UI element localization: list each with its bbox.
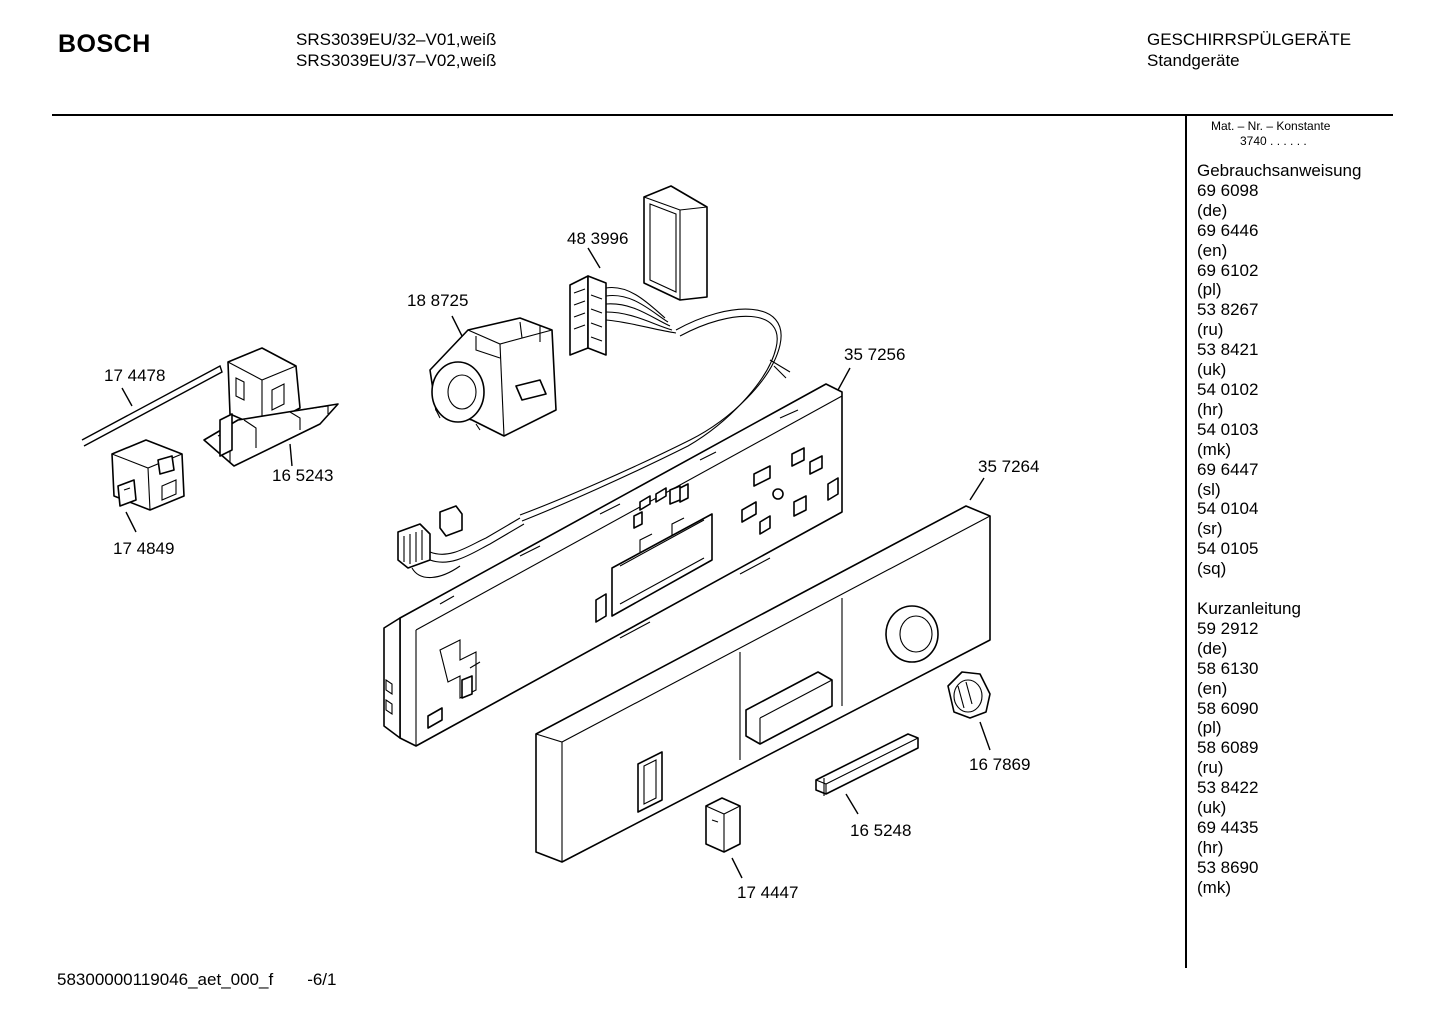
category-subtitle: Standgeräte xyxy=(1147,51,1240,70)
label-part-165248: 16 5248 xyxy=(850,821,911,840)
label-part-174849: 17 4849 xyxy=(113,539,174,558)
model-line-1: SRS3039EU/32–V01,weiß xyxy=(296,30,497,49)
doc-number: 69 6098 xyxy=(1197,180,1259,200)
doc-number: 54 0104 xyxy=(1197,499,1259,519)
doc-number: 69 6447 xyxy=(1197,459,1259,479)
doc-lang: (uk) xyxy=(1197,360,1227,380)
part-188725 xyxy=(429,317,557,437)
doc-number: 53 8421 xyxy=(1197,340,1259,360)
doc-number: 69 6102 xyxy=(1197,260,1259,280)
doc-lang: (de) xyxy=(1197,638,1228,658)
doc-lang: (sq) xyxy=(1197,559,1227,579)
mat-number-value: 3740 . . . . . . xyxy=(1240,134,1307,148)
label-part-174478: 17 4478 xyxy=(104,366,165,385)
doc-lang: (mk) xyxy=(1197,877,1231,897)
doc-number: 53 8690 xyxy=(1197,857,1259,877)
doc-number: 69 4435 xyxy=(1197,818,1259,837)
part-174849 xyxy=(111,439,185,511)
part-483996 xyxy=(519,185,791,522)
part-357256 xyxy=(383,383,843,747)
part-174447 xyxy=(705,797,741,853)
doc-lang: (uk) xyxy=(1197,798,1227,818)
label-part-167869: 16 7869 xyxy=(969,755,1030,774)
doc-number: 54 0103 xyxy=(1197,419,1259,439)
label-part-357264: 35 7264 xyxy=(978,457,1039,476)
doc-lang: (pl) xyxy=(1197,280,1222,300)
part-165243 xyxy=(203,347,339,467)
doc-number: 58 6089 xyxy=(1197,738,1259,758)
wiring-plug xyxy=(397,505,525,579)
doc-number: 69 6446 xyxy=(1197,220,1259,240)
part-357264 xyxy=(535,505,991,863)
doc-lang: (ru) xyxy=(1197,758,1224,778)
mat-number-label: Mat. – Nr. – Konstante xyxy=(1211,119,1331,133)
brand-logo: BOSCH xyxy=(58,30,151,58)
doc-lang: (en) xyxy=(1197,240,1228,260)
label-part-483996: 48 3996 xyxy=(567,229,628,248)
label-part-174447: 17 4447 xyxy=(737,883,798,902)
doc-number: 53 8422 xyxy=(1197,778,1259,798)
part-174478 xyxy=(81,364,223,447)
mat-number-block: Mat. – Nr. – Konstante 3740 . . . . . . xyxy=(1211,119,1330,149)
label-part-357256: 35 7256 xyxy=(844,345,905,364)
doc-lang: (pl) xyxy=(1197,718,1222,738)
header-divider xyxy=(52,114,1393,116)
doc-number: 54 0102 xyxy=(1197,379,1259,399)
section-title-gebrauchsanweisung: Gebrauchsanweisung xyxy=(1197,161,1362,180)
section-gap xyxy=(1197,579,1361,599)
model-line-2: SRS3039EU/37–V02,weiß xyxy=(296,51,497,70)
doc-lang: (en) xyxy=(1197,678,1228,698)
section-title-kurzanleitung: Kurzanleitung xyxy=(1197,599,1301,619)
label-part-165243: 16 5243 xyxy=(272,466,333,485)
footer-doc-id: 58300000119046_aet_000_f xyxy=(57,970,274,989)
doc-lang: (hr) xyxy=(1197,837,1224,857)
leader-lines xyxy=(121,247,991,879)
footer-page: -6/1 xyxy=(307,970,337,989)
exploded-parts-diagram: 48 3996 18 8725 35 7256 17 4478 16 5243 … xyxy=(81,185,1039,902)
doc-number: 58 6130 xyxy=(1197,658,1259,678)
doc-lang: (de) xyxy=(1197,200,1228,220)
footer: 58300000119046_aet_000_f -6/1 xyxy=(57,970,336,990)
part-167869 xyxy=(947,671,991,719)
sidebar-divider xyxy=(1185,116,1187,968)
category-title: GESCHIRRSPÜLGERÄTE xyxy=(1147,30,1352,49)
doc-lang: (hr) xyxy=(1197,399,1224,419)
doc-lang: (mk) xyxy=(1197,439,1231,459)
documentation-list: Gebrauchsanweisung 69 6098 (de) 69 6446 … xyxy=(1197,161,1361,898)
doc-number: 59 2912 xyxy=(1197,618,1259,638)
label-part-188725: 18 8725 xyxy=(407,291,468,310)
doc-lang: (sr) xyxy=(1197,519,1223,539)
doc-number: 54 0105 xyxy=(1197,539,1259,559)
doc-number: 53 8267 xyxy=(1197,300,1259,320)
doc-lang: (sl) xyxy=(1197,479,1221,499)
doc-number: 58 6090 xyxy=(1197,698,1259,718)
part-165248 xyxy=(815,733,919,796)
doc-lang: (ru) xyxy=(1197,320,1224,340)
